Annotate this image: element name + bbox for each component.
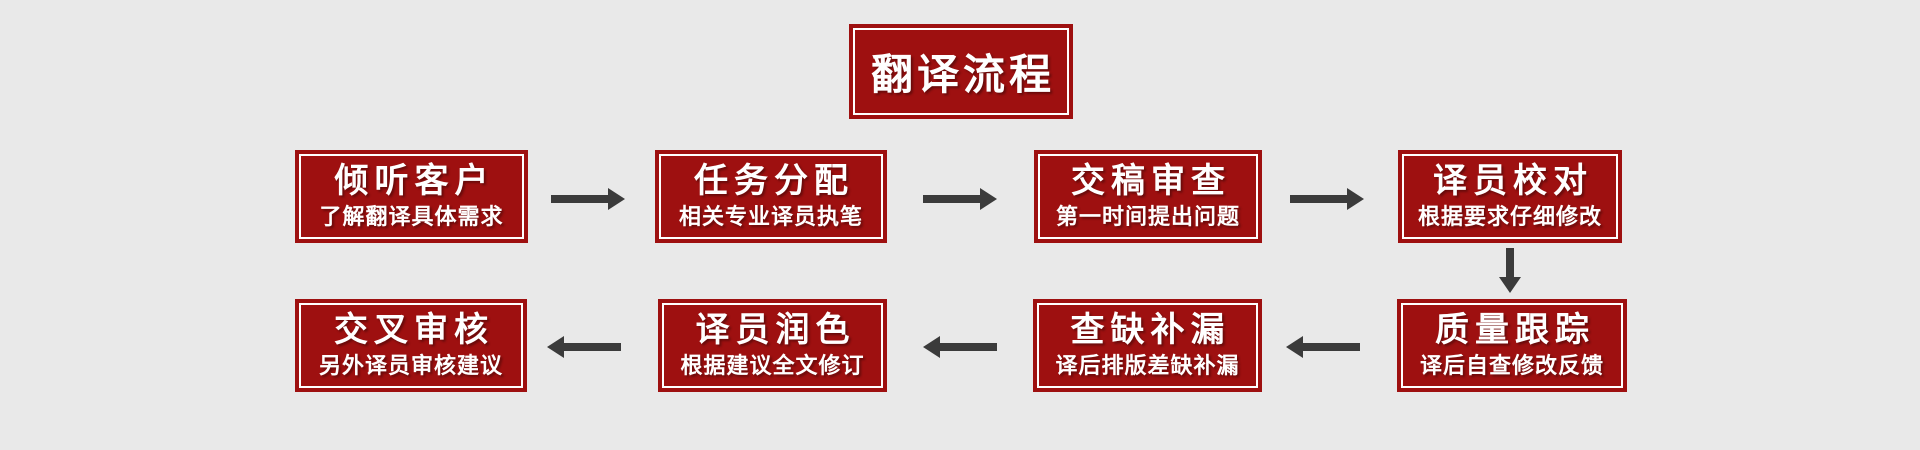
arrow-left-icon	[547, 336, 621, 358]
flow-step-cross-review: 交叉审核 另外译员审核建议	[295, 299, 527, 392]
step-title: 交稿审查	[1071, 162, 1231, 201]
step-subtitle: 另外译员审核建议	[318, 353, 503, 379]
flow-step-translator-polishing: 译员润色 根据建议全文修订	[658, 299, 887, 392]
step-title: 译员润色	[695, 311, 856, 350]
flow-step-quality-tracking: 质量跟踪 译后自查修改反馈	[1397, 299, 1627, 392]
flow-title-box-inner: 翻译流程	[853, 28, 1069, 115]
step-subtitle: 根据建议全文修订	[680, 353, 865, 379]
flow-step-translator-proofreading: 译员校对 根据要求仔细修改	[1398, 150, 1622, 243]
step-subtitle: 译后排版差缺补漏	[1055, 353, 1240, 379]
step-subtitle: 相关专业译员执笔	[678, 204, 863, 230]
arrow-right-icon	[1290, 188, 1364, 210]
arrow-left-icon	[1286, 336, 1360, 358]
step-subtitle: 第一时间提出问题	[1055, 204, 1240, 230]
flow-step-gap-filling: 查缺补漏 译后排版差缺补漏	[1033, 299, 1262, 392]
step-subtitle: 根据要求仔细修改	[1417, 204, 1602, 230]
step-title: 交叉审核	[334, 311, 494, 350]
step-title: 译员校对	[1433, 162, 1593, 201]
flow-step-listen-to-client: 倾听客户 了解翻译具体需求	[295, 150, 528, 243]
arrow-left-icon	[923, 336, 997, 358]
arrow-right-icon	[551, 188, 625, 210]
arrow-right-icon	[923, 188, 997, 210]
arrow-down-icon	[1499, 248, 1521, 293]
step-title: 质量跟踪	[1435, 311, 1595, 350]
flow-step-draft-review: 交稿审查 第一时间提出问题	[1034, 150, 1262, 243]
step-subtitle: 了解翻译具体需求	[319, 204, 504, 230]
flow-step-task-assignment: 任务分配 相关专业译员执笔	[655, 150, 887, 243]
step-subtitle: 译后自查修改反馈	[1419, 353, 1604, 379]
step-title: 倾听客户	[334, 162, 495, 201]
flow-title-box: 翻译流程	[849, 24, 1073, 119]
step-title: 查缺补漏	[1070, 311, 1231, 350]
flow-title: 翻译流程	[870, 51, 1055, 98]
step-title: 任务分配	[694, 162, 854, 201]
